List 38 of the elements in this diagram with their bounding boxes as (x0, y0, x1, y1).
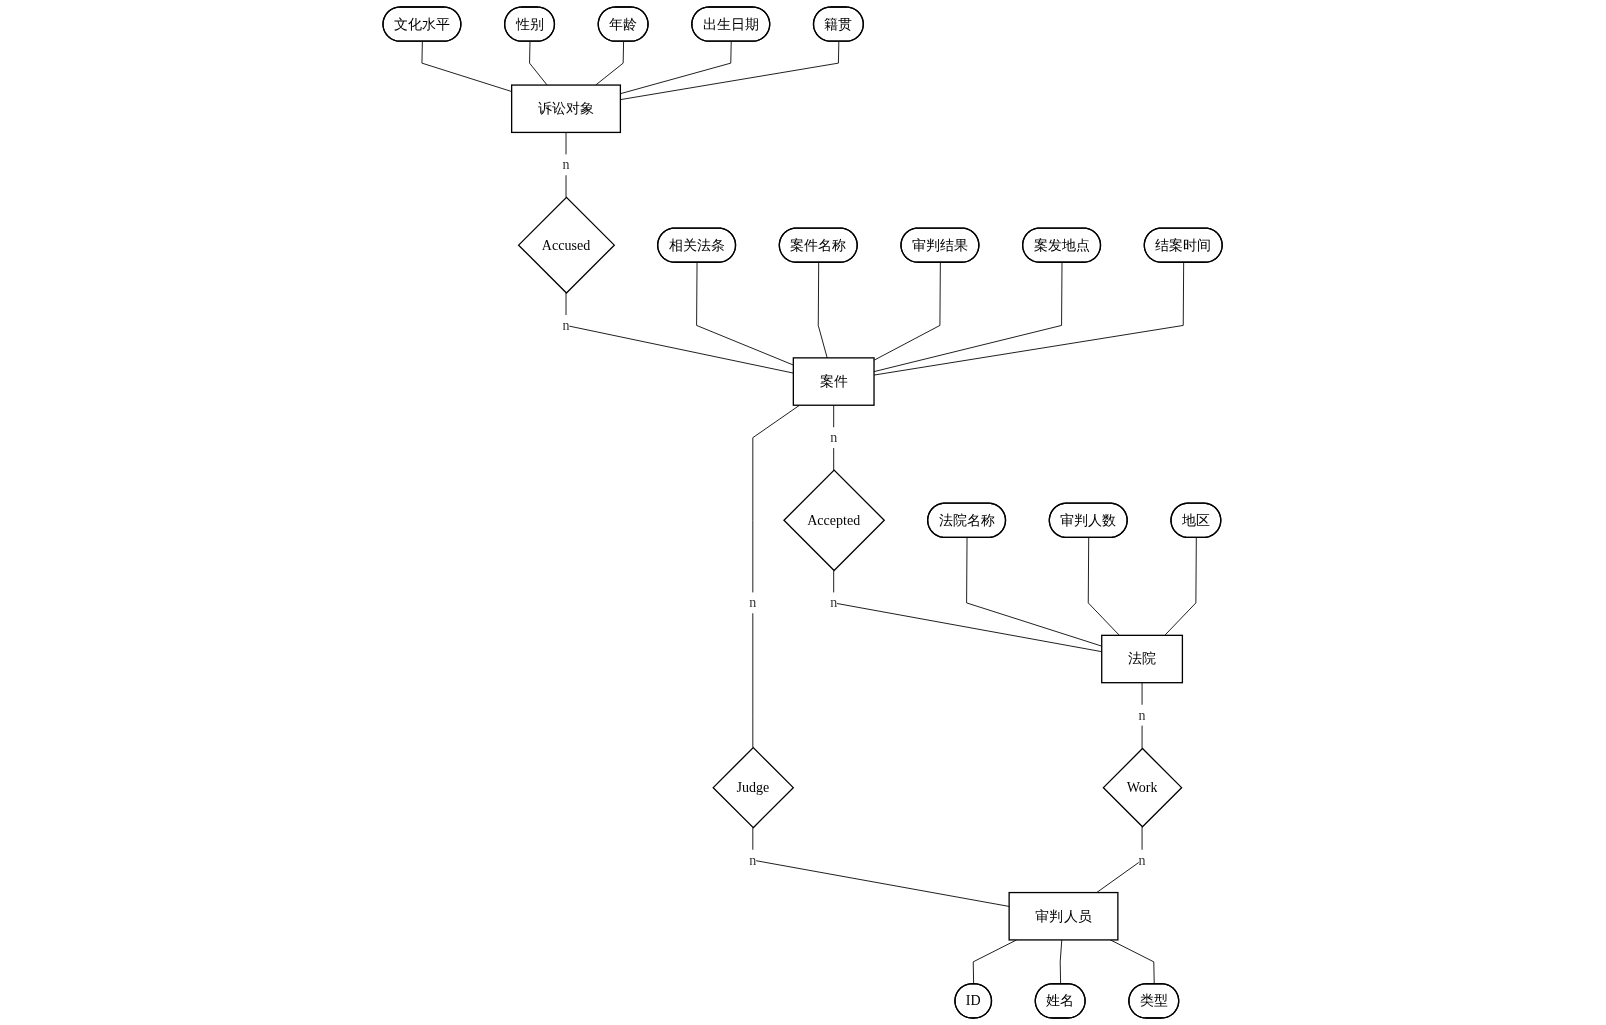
connector (566, 132, 567, 198)
node-diamond: Accused (518, 196, 616, 294)
connector (1164, 537, 1198, 636)
connector (529, 41, 548, 86)
edge-label: n (1138, 707, 1146, 723)
connector (1142, 682, 1143, 749)
connector (1110, 939, 1156, 985)
edge-label: n (562, 156, 570, 172)
connector (1060, 939, 1063, 985)
connector (620, 41, 840, 101)
node-diamond: Work (1102, 747, 1183, 828)
connector (833, 570, 1103, 653)
edge-label: n (830, 429, 838, 445)
connector (595, 41, 625, 86)
connector (833, 404, 835, 471)
edge-label: n (749, 852, 757, 868)
connector (620, 41, 733, 95)
edge-label: n (1138, 852, 1146, 868)
connector (874, 262, 1185, 376)
connector (1096, 826, 1143, 893)
connector (752, 404, 801, 749)
node-box: 案件 (793, 357, 876, 406)
edge-label: n (562, 317, 570, 333)
node-box: 诉讼对象 (511, 84, 622, 134)
connector (421, 41, 513, 92)
connector (874, 262, 942, 361)
connector (973, 939, 1018, 985)
connector (966, 537, 1103, 647)
node-diamond: Accepted (783, 469, 886, 572)
node-box: 审判人员 (1008, 891, 1119, 941)
edge-label: n (749, 595, 757, 610)
node-diamond: Judge (712, 746, 795, 829)
connector (818, 262, 829, 359)
edge-label: n (830, 595, 838, 610)
node-box: 法院 (1101, 634, 1184, 684)
connector (1088, 537, 1121, 636)
connector (874, 262, 1063, 373)
connector (752, 827, 1010, 907)
